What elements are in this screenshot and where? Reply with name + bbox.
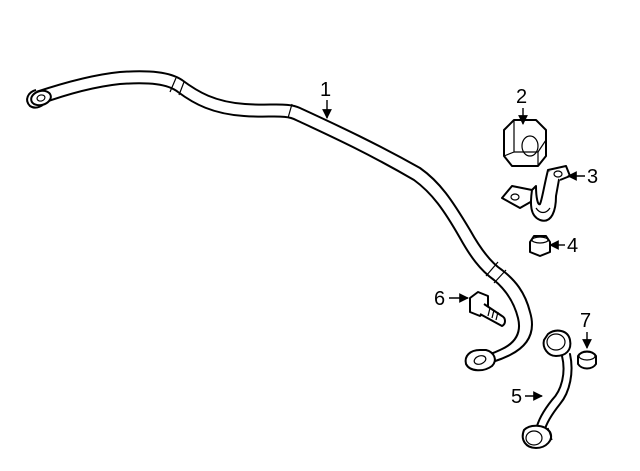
callout-6: 6 (434, 288, 469, 310)
callout-label-5: 5 (511, 386, 522, 408)
callout-5: 5 (511, 386, 543, 408)
callout-label-2: 2 (516, 86, 527, 108)
stabilizer-bar (26, 70, 533, 372)
callout-label-1: 1 (320, 79, 331, 101)
callout-1: 1 (320, 79, 332, 119)
callout-label-6: 6 (434, 288, 445, 310)
mounting-bolt (469, 291, 506, 327)
callout-label-4: 4 (567, 235, 578, 257)
bushing-bracket (501, 165, 571, 222)
link-nut (577, 350, 597, 370)
callout-2: 2 (516, 86, 528, 125)
stabilizer-link (521, 329, 573, 449)
callout-3: 3 (567, 166, 598, 188)
callout-label-7: 7 (580, 310, 591, 332)
link-bushing-small (529, 235, 551, 257)
callout-label-3: 3 (587, 166, 598, 188)
callout-7: 7 (580, 310, 592, 349)
callout-4: 4 (549, 235, 578, 257)
stabilizer-bushing (503, 119, 547, 167)
